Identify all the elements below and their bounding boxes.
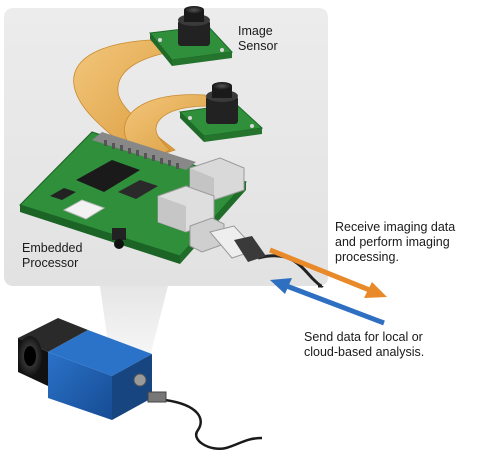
label-send-1: Send data for local or	[304, 330, 423, 344]
arrow-receive	[269, 247, 387, 298]
label-embedded-processor: Embedded	[22, 241, 83, 255]
label-receive-3: processing.	[335, 250, 399, 264]
image-sensor-board	[149, 6, 234, 66]
embedded-processor-board	[19, 131, 247, 264]
label-receive-2: and perform imaging	[335, 235, 450, 249]
label-image-sensor: Image	[238, 24, 273, 38]
industrial-camera	[18, 318, 263, 451]
image-sensor-board-2	[178, 82, 264, 142]
label-receive-1: Receive imaging data	[335, 220, 456, 234]
arrow-send	[270, 278, 385, 326]
label-send-2: cloud-based analysis.	[304, 345, 425, 359]
label-embedded-processor-2: Processor	[22, 256, 79, 270]
label-image-sensor-2: Sensor	[238, 39, 278, 53]
